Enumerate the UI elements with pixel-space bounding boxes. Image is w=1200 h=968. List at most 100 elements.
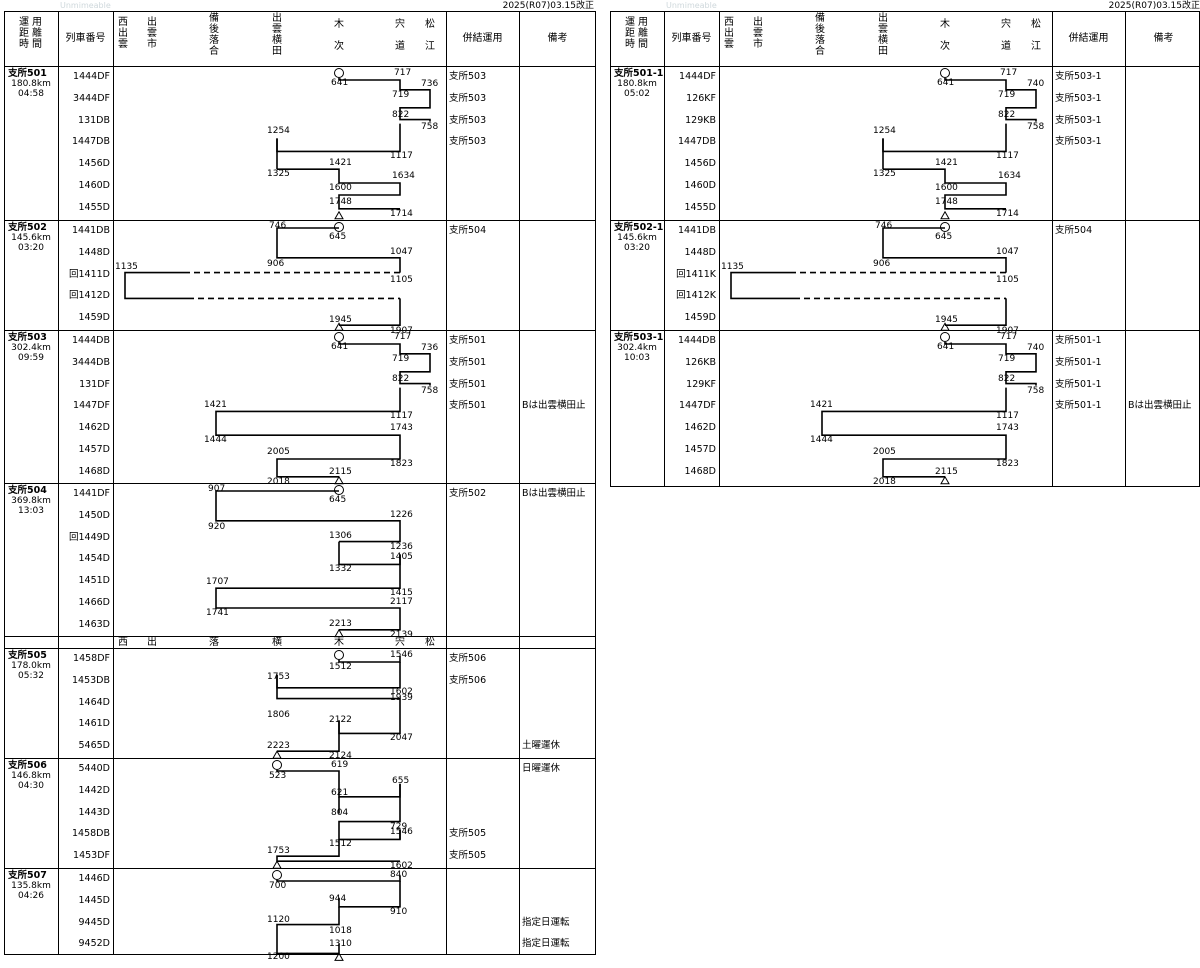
coupled-operation: 支所505 <box>449 850 487 862</box>
train-number: 1448D <box>684 246 717 258</box>
train-number: 3444DF <box>73 92 110 104</box>
train-number: 126KF <box>686 92 716 104</box>
time-label: 717 <box>1000 332 1018 342</box>
header-train-no: 列車番号 <box>65 33 106 44</box>
time-label: 1117 <box>390 411 413 422</box>
train-number: 1445D <box>78 894 111 906</box>
time-label: 645 <box>329 495 347 505</box>
train-number: 1458DF <box>73 653 110 664</box>
header-station-matsue: 松 江 <box>425 19 435 52</box>
remark: 指定日運転 <box>522 938 570 950</box>
time-label: 1945 <box>935 315 958 326</box>
header-unyou-line: 時間 <box>19 39 45 50</box>
block-divider <box>4 220 596 221</box>
train-number: 1462D <box>78 422 111 434</box>
header-station-bingo_ochiai: 備 後 落 合 <box>815 13 825 57</box>
route-line <box>215 490 401 543</box>
header-station-izumoshi: 出 雲 市 <box>753 17 763 50</box>
time-label: 1018 <box>329 925 352 936</box>
header-coupled: 併結運用 <box>1068 33 1109 44</box>
train-number: 9445D <box>78 916 111 928</box>
header-remarks: 備考 <box>547 33 568 44</box>
block-divider <box>4 330 596 331</box>
train-number: 1444DF <box>679 71 716 82</box>
depart-marker-circle <box>334 650 344 660</box>
time-label: 758 <box>421 121 439 132</box>
block-distance: 302.4km <box>617 343 657 353</box>
coupled-operation: 支所501-1 <box>1055 356 1102 368</box>
diagram-lines <box>272 870 401 961</box>
train-number: 5465D <box>78 740 111 752</box>
time-label: 1945 <box>329 315 352 326</box>
train-number: 1453DB <box>71 674 110 686</box>
diagram-lines <box>272 760 401 869</box>
time-label: 746 <box>875 221 893 231</box>
route-line <box>338 881 401 908</box>
time-label: 1634 <box>392 171 415 181</box>
train-number: 1441DF <box>73 488 110 499</box>
header-divider <box>610 66 1200 67</box>
route-line <box>124 271 188 300</box>
time-label: 1120 <box>267 914 290 925</box>
time-label: 2018 <box>267 476 290 487</box>
header-remarks: 備考 <box>1153 33 1174 44</box>
right-sheet: Unmimeable 2025(R07)03.15改正 運用距離時間列車番号併結… <box>606 0 1200 957</box>
block-distance: 180.8km <box>617 79 657 89</box>
time-label: 822 <box>392 373 410 384</box>
train-number: 1441DB <box>677 225 716 236</box>
mid-station-label: 横 <box>272 637 282 648</box>
train-number: 1455D <box>684 201 717 213</box>
time-label: 1546 <box>390 650 413 660</box>
route-line <box>944 342 1037 386</box>
block-name: 支所507 <box>8 870 47 881</box>
block-divider <box>610 220 1200 221</box>
time-label: 1741 <box>206 608 229 618</box>
header-unyou-line: 運用 <box>19 17 45 28</box>
mid-station-label: 宍 <box>395 637 405 648</box>
time-label: 1047 <box>996 246 1019 257</box>
time-label: 1117 <box>390 151 413 162</box>
time-label: 729 <box>390 821 408 832</box>
coupled-operation: 支所501-1 <box>1055 400 1102 412</box>
time-label: 1546 <box>390 827 413 838</box>
block-divider <box>4 648 596 649</box>
train-number: 1463D <box>78 618 111 630</box>
block-divider <box>4 636 596 637</box>
header-station-izumo_yokota: 出 雲 横 田 <box>878 13 888 57</box>
header-station-izumo_yokota: 出 雲 横 田 <box>272 13 282 57</box>
train-number: 1468D <box>78 465 111 477</box>
route-line <box>277 168 401 210</box>
header-unyou-line: 距離 <box>19 28 45 39</box>
time-label: 1421 <box>204 400 227 411</box>
depart-marker-circle <box>940 68 950 78</box>
time-label: 1634 <box>998 171 1021 181</box>
time-label: 719 <box>998 353 1016 364</box>
time-label: 906 <box>267 258 285 269</box>
time-label: 1823 <box>996 459 1019 469</box>
depart-marker-circle <box>940 332 950 342</box>
time-label: 944 <box>329 893 347 904</box>
depart-marker-circle <box>334 68 344 78</box>
time-label: 641 <box>937 342 955 352</box>
time-label: 1236 <box>390 541 413 552</box>
coupled-operation: 支所503 <box>449 136 487 148</box>
block-name: 支所503 <box>8 332 47 343</box>
header-station-kisuki: 木 次 <box>334 19 344 52</box>
time-label: 717 <box>1000 68 1018 78</box>
time-label: 619 <box>331 760 349 770</box>
time-label: 641 <box>331 78 349 88</box>
time-label: 1806 <box>267 709 290 720</box>
left-sheet: Unmimeable 2025(R07)03.15改正 運用距離時間列車番号併結… <box>0 0 598 962</box>
time-label: 2223 <box>267 741 290 752</box>
header-station-nishi_izumo: 西 出 雲 <box>724 17 734 50</box>
train-number: 1460D <box>78 180 111 191</box>
depart-marker-circle <box>272 870 282 880</box>
coupled-operation: 支所505 <box>449 828 487 840</box>
coupled-operation: 支所503-1 <box>1055 92 1102 104</box>
route-line <box>730 271 794 300</box>
train-number: 1466D <box>78 597 111 608</box>
coupled-operation: 支所501 <box>449 356 487 368</box>
header-station-kisuki: 木 次 <box>940 19 950 52</box>
time-label: 641 <box>937 78 955 88</box>
block-duration: 04:58 <box>18 89 44 99</box>
